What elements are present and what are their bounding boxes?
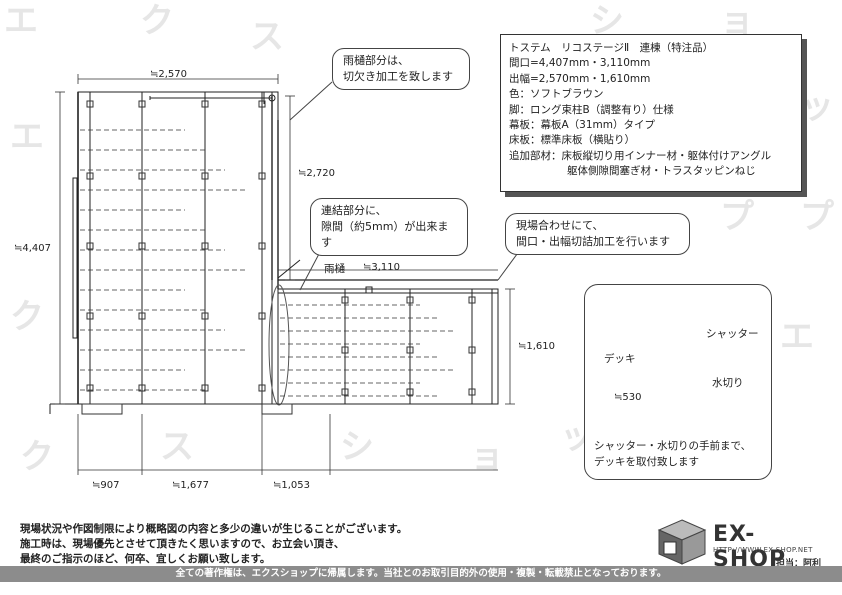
post-marker [201, 312, 209, 320]
spec-color: 色：ソフトブラウン [509, 88, 604, 101]
shutter-label: シャッター [706, 328, 759, 340]
post-marker [86, 312, 94, 320]
drip-label: 水切り [712, 377, 744, 389]
ex-shop-logo: EX-SHOP HTTP://WWW.EX-SHOP.NET 担当：阿利 [655, 516, 825, 572]
dim-bottom-2: ≒1,677 [172, 480, 210, 491]
dim-left-height: ≒4,407 [14, 243, 52, 254]
watermark-glyph: ク [20, 437, 54, 477]
post-marker [258, 312, 266, 320]
cube-logo-icon [657, 519, 707, 565]
post-marker [406, 346, 414, 354]
post-marker [138, 242, 146, 250]
post-marker [468, 346, 476, 354]
watermark-glyph: ス [250, 17, 284, 57]
shutter-detail-panel [584, 284, 772, 480]
callout-text: 間口・出幅切詰加工を行います [516, 235, 670, 248]
dim-bottom-1: ≒907 [92, 480, 120, 491]
watermark-glyph: ス [160, 427, 194, 467]
callout-text: 雨樋部分は、 [343, 54, 409, 67]
small-deck-outline [277, 288, 499, 405]
dim-bottom-3: ≒1,053 [273, 480, 311, 491]
post-marker [258, 100, 266, 108]
post-marker [468, 296, 476, 304]
watermark-glyph: エ [780, 317, 814, 357]
post-marker [86, 172, 94, 180]
dim-top-width: ≒2,570 [150, 69, 188, 80]
disclaimer-line: 現場状況や作図制限により概略図の内容と多少の違いが生じることがございます。 [20, 523, 408, 535]
post-marker [138, 172, 146, 180]
disclaimer-line: 施工時は、現場優先とさせて頂きたく思いますので、お立会い頂き、 [20, 538, 345, 550]
watermark-glyph: エ [10, 117, 44, 157]
site-fit-callout: 現場合わせにて、 間口・出幅切詰加工を行います [505, 213, 690, 255]
post-marker [86, 384, 94, 392]
callout-text: 現場合わせにて、 [516, 219, 604, 232]
deck-label: デッキ [604, 353, 636, 365]
callout-text: 隙間（約5mm）が出来ます [321, 220, 449, 249]
dim-right-height: ≒1,610 [518, 341, 556, 352]
watermark-glyph: ク [140, 1, 174, 41]
spec-fascia: 幕板：幕板A（31mm）タイプ [509, 119, 655, 132]
post-marker [406, 388, 414, 396]
post-marker [258, 242, 266, 250]
post-marker [468, 388, 476, 396]
large-deck-outline [77, 91, 279, 405]
spec-extra-2: 躯体側隙間塞ぎ材・トラスタッピンねじ [567, 165, 756, 178]
joint-gap-callout: 連結部分に、 隙間（約5mm）が出来ます [310, 198, 468, 256]
post-marker [201, 100, 209, 108]
watermark-glyph: ョ [470, 437, 504, 477]
spec-legs: 脚：ロング束柱B（調整有り）仕様 [509, 103, 674, 116]
post-marker [201, 242, 209, 250]
watermark-glyph: エ [4, 1, 38, 41]
post-marker [86, 242, 94, 250]
post-marker [138, 312, 146, 320]
watermark-glyph: ク [10, 297, 44, 337]
post-marker [138, 384, 146, 392]
spec-panel: トステム リコステージⅡ 連棟（特注品） 間口=4,407mm・3,110mm … [500, 34, 802, 192]
gutter-notch-callout: 雨樋部分は、 切欠き加工を致します [332, 48, 470, 90]
spec-floor: 床板：標準床板（横貼り） [509, 134, 635, 147]
watermark-glyph: プ [720, 197, 754, 237]
dim-detail-height: ≒530 [614, 392, 642, 403]
gutter-label: 雨樋 [324, 263, 345, 275]
logo-url: HTTP://WWW.EX-SHOP.NET [713, 546, 813, 554]
post-marker [258, 384, 266, 392]
spec-depth: 出幅=2,570mm・1,610mm [509, 72, 651, 85]
copyright-bar: 全ての著作権は、エクスショップに帰属します。当社とのお取引目的外の使用・複製・転… [0, 566, 842, 582]
watermark-glyph: ッ [800, 87, 834, 127]
spec-extra-1: 追加部材：床板縦切り用インナー材・躯体付けアングル [509, 149, 772, 162]
watermark-glyph: ョ [720, 1, 754, 41]
watermark-glyph: シ [340, 427, 374, 467]
dim-mid-height: ≒2,720 [298, 168, 336, 179]
disclaimer-line: 最終のご指示のほど、何卒、宜しくお願い致します。 [20, 553, 271, 565]
dim-right-width: ≒3,110 [363, 262, 401, 273]
watermark-glyph: プ [800, 197, 834, 237]
post-marker [341, 296, 349, 304]
watermark-glyph: シ [590, 1, 624, 41]
callout-text: 切欠き加工を致します [343, 70, 453, 83]
post-marker [341, 346, 349, 354]
post-marker [341, 388, 349, 396]
spec-frontage: 間口=4,407mm・3,110mm [509, 57, 651, 70]
disclaimer-note: 現場状況や作図制限により概略図の内容と多少の違いが生じることがございます。 施工… [20, 522, 407, 567]
detail-note-1: シャッター・水切りの手前まで、 [594, 440, 752, 452]
post-marker [406, 296, 414, 304]
post-marker [258, 172, 266, 180]
post-marker [201, 172, 209, 180]
post-marker [86, 100, 94, 108]
post-marker [138, 100, 146, 108]
staff-label: 担当：阿利 [775, 559, 821, 569]
callout-text: 連結部分に、 [321, 204, 387, 217]
post-marker [201, 384, 209, 392]
spec-title: トステム リコステージⅡ 連棟（特注品） [509, 42, 714, 54]
detail-note-2: デッキを取付致します [594, 456, 699, 468]
joint-highlight [268, 284, 290, 406]
